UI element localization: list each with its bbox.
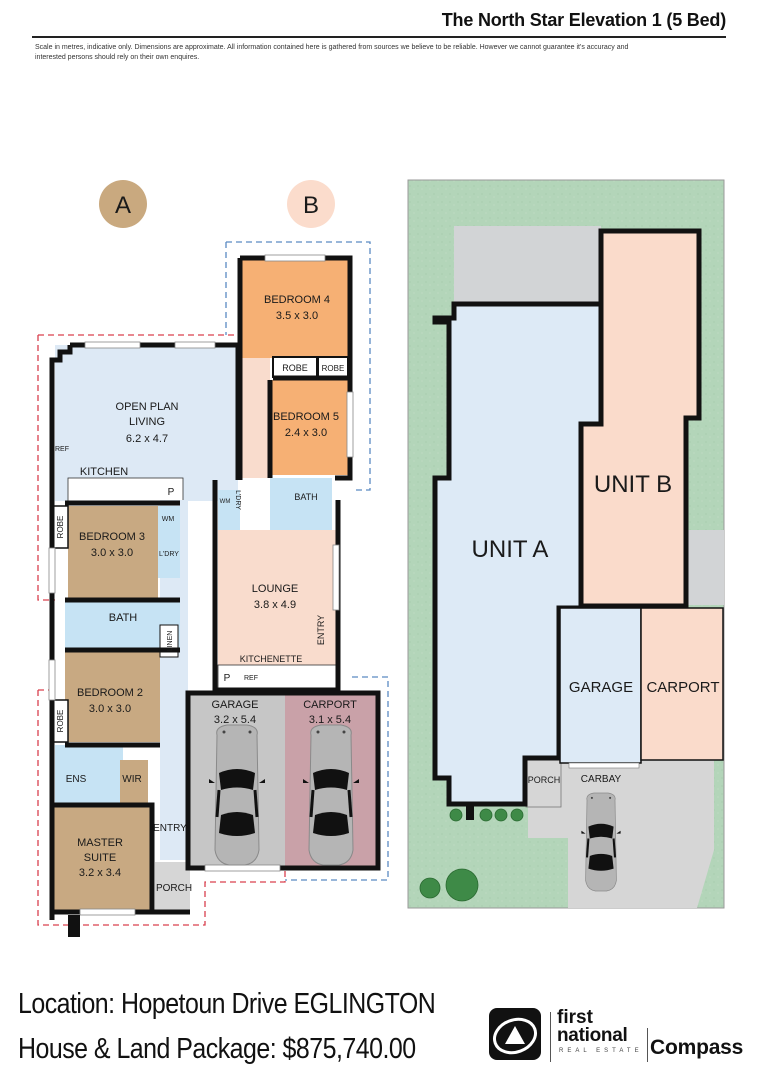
car-icon-garage	[207, 723, 267, 867]
car-icon-carbay	[580, 791, 622, 893]
lounge	[218, 530, 336, 665]
svg-text:PORCH: PORCH	[156, 883, 192, 894]
svg-text:BATH: BATH	[109, 612, 138, 624]
svg-text:GARAGE: GARAGE	[211, 699, 258, 711]
site-carbay-label: CARBAY	[581, 774, 622, 785]
svg-text:ROBE: ROBE	[282, 363, 308, 373]
unit-b-boundary	[225, 241, 389, 881]
svg-text:3.2 x 3.4: 3.2 x 3.4	[79, 867, 121, 879]
svg-text:3.8 x 4.9: 3.8 x 4.9	[254, 599, 296, 611]
location-text: Location: Hopetoun Drive EGLINGTON	[18, 988, 436, 1020]
laundry-b	[218, 490, 240, 532]
bedroom-5	[270, 380, 350, 475]
svg-text:KITCHENETTE: KITCHENETTE	[240, 654, 303, 664]
site-unit-b-label: UNIT B	[594, 471, 672, 498]
svg-text:WIR: WIR	[122, 774, 141, 785]
svg-text:LIVING: LIVING	[129, 416, 165, 428]
first-national-emblem-icon	[489, 1008, 541, 1060]
ensuite	[55, 745, 123, 803]
site-porch	[525, 759, 562, 808]
site-garage-label: GARAGE	[569, 679, 633, 696]
bedroom-4	[240, 258, 350, 358]
svg-text:CARPORT: CARPORT	[303, 699, 357, 711]
site-porch-label: PORCH	[528, 775, 561, 785]
svg-text:SUITE: SUITE	[84, 852, 116, 864]
svg-text:OPEN PLAN: OPEN PLAN	[116, 401, 179, 413]
svg-text:L'DRY: L'DRY	[159, 551, 179, 558]
svg-text:ROBE: ROBE	[322, 364, 345, 373]
kitchen-bench	[67, 477, 184, 503]
site-driveway	[528, 760, 714, 908]
svg-text:BEDROOM 4: BEDROOM 4	[264, 294, 330, 306]
unit-a-badge: A	[99, 180, 147, 228]
site-unit-a-label: UNIT A	[472, 536, 549, 563]
svg-text:6.2 x 4.7: 6.2 x 4.7	[126, 433, 168, 445]
svg-text:L'DRY: L'DRY	[234, 490, 241, 510]
svg-text:ENS: ENS	[66, 774, 87, 785]
site-unit-b	[578, 228, 702, 609]
svg-text:REF: REF	[55, 446, 69, 453]
open-plan-living	[55, 345, 238, 501]
bath-b	[270, 478, 332, 530]
site-side-paving	[687, 530, 724, 605]
svg-text:WM: WM	[162, 516, 175, 523]
site-rear-paving	[454, 226, 601, 304]
title-divider	[32, 36, 726, 38]
svg-text:BEDROOM 5: BEDROOM 5	[273, 411, 339, 423]
svg-text:3.2 x 5.4: 3.2 x 5.4	[214, 714, 256, 726]
price-text: House & Land Package: $875,740.00	[18, 1033, 416, 1065]
bedroom-3	[68, 506, 158, 598]
svg-text:ROBE: ROBE	[56, 710, 65, 733]
svg-text:ENTRY: ENTRY	[316, 615, 326, 645]
svg-text:LINEN: LINEN	[167, 631, 174, 652]
site-carport-label: CARPORT	[646, 679, 719, 696]
site-shrubs	[419, 808, 524, 902]
unit-b-badge: B	[287, 180, 335, 228]
svg-text:BEDROOM 3: BEDROOM 3	[79, 531, 145, 543]
hall-b	[240, 358, 270, 478]
svg-text:BATH: BATH	[294, 492, 317, 502]
svg-text:P: P	[224, 673, 231, 684]
svg-text:WM: WM	[220, 499, 231, 505]
wir	[120, 760, 148, 810]
svg-text:2.4 x 3.0: 2.4 x 3.0	[285, 427, 327, 439]
page-title: The North Star Elevation 1 (5 Bed)	[441, 10, 726, 30]
master-suite	[52, 805, 152, 910]
disclaimer-text: Scale in metres, indicative only. Dimens…	[35, 44, 629, 61]
porch-a	[155, 862, 190, 912]
svg-text:LOUNGE: LOUNGE	[252, 583, 298, 595]
site-garage	[559, 607, 642, 764]
svg-text:3.1 x 5.4: 3.1 x 5.4	[309, 714, 351, 726]
svg-text:3.0 x 3.0: 3.0 x 3.0	[89, 703, 131, 715]
svg-text:3.5 x 3.0: 3.5 x 3.0	[276, 310, 318, 322]
svg-text:ROBE: ROBE	[56, 516, 65, 539]
agency-logo: first national REAL ESTATE Compass	[487, 1006, 747, 1066]
svg-text:BEDROOM 2: BEDROOM 2	[77, 687, 143, 699]
svg-text:A: A	[115, 192, 131, 219]
unit-a-boundary	[37, 334, 286, 926]
car-icon-carport	[301, 723, 361, 867]
svg-text:MASTER: MASTER	[77, 837, 123, 849]
svg-text:P: P	[168, 487, 175, 498]
bedroom-2	[65, 652, 160, 742]
svg-text:ENTRY: ENTRY	[153, 823, 187, 834]
svg-text:KITCHEN: KITCHEN	[80, 466, 128, 478]
laundry-a	[158, 506, 180, 578]
site-carport	[640, 607, 724, 761]
kitchenette-bench	[217, 664, 337, 690]
svg-text:B: B	[303, 192, 319, 219]
svg-text:REF: REF	[244, 675, 258, 682]
svg-text:3.0 x 3.0: 3.0 x 3.0	[91, 547, 133, 559]
